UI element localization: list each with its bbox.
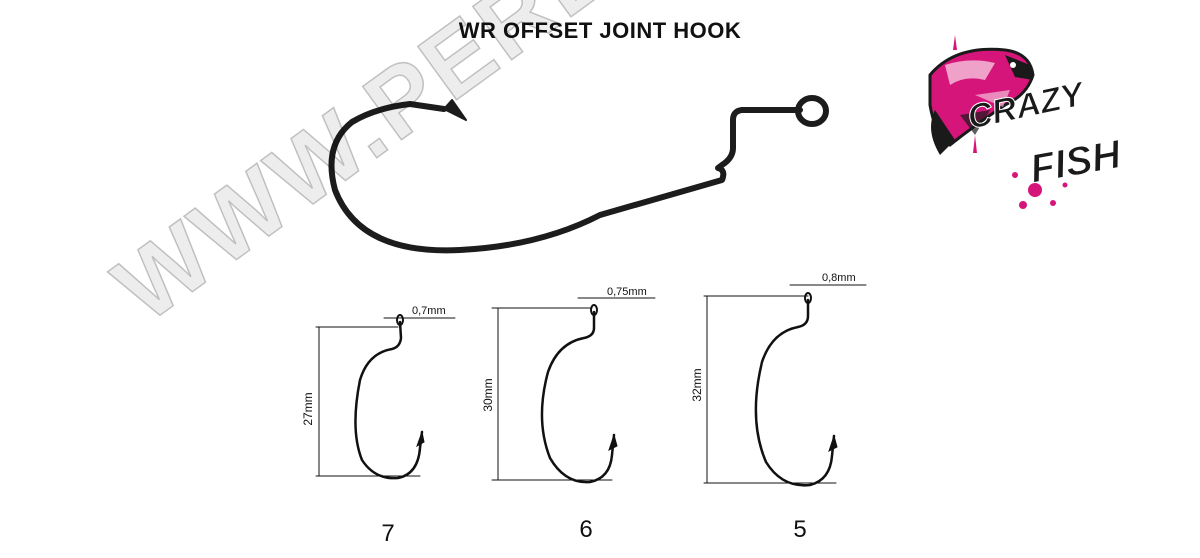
hook-7-barb [416, 430, 425, 448]
main-hook-body [328, 101, 803, 254]
hook-6-eye [590, 304, 598, 316]
page-title: WR OFFSET JOINT HOOK [458, 18, 742, 43]
hook-5-size-label: 5 [793, 516, 807, 543]
hook-7-size-label: 7 [381, 520, 395, 547]
hook-7-eye [396, 314, 404, 326]
crazy-fish-logo: CRAZY FISH [915, 35, 1165, 220]
hook-6-size-label: 6 [579, 516, 593, 543]
hook-6-length-label: 30mm [481, 378, 495, 412]
hook-5-barb [828, 434, 838, 452]
hook-7-length-label: 27mm [301, 392, 315, 426]
main-hook-eye [795, 95, 829, 127]
hook-5-thickness-label: 0,8mm [822, 272, 856, 284]
hook-6-wire [540, 310, 616, 484]
hook-size-5-drawing [703, 284, 867, 487]
fish-logo-icon [928, 35, 1068, 209]
hook-5-length-label: 32mm [690, 368, 704, 402]
main-hook-barb [443, 99, 467, 121]
hook-6-barb [608, 433, 618, 451]
hook-size-6-drawing [491, 297, 656, 484]
hook-7-wire [354, 320, 424, 480]
hook-size-7-drawing [315, 314, 456, 480]
main-hook-illustration [328, 95, 829, 254]
hook-6-thickness-label: 0,75mm [607, 286, 647, 298]
hook-5-eye [804, 292, 812, 304]
hook-7-thickness-label: 0,7mm [412, 305, 446, 317]
hook-5-wire [754, 298, 836, 487]
